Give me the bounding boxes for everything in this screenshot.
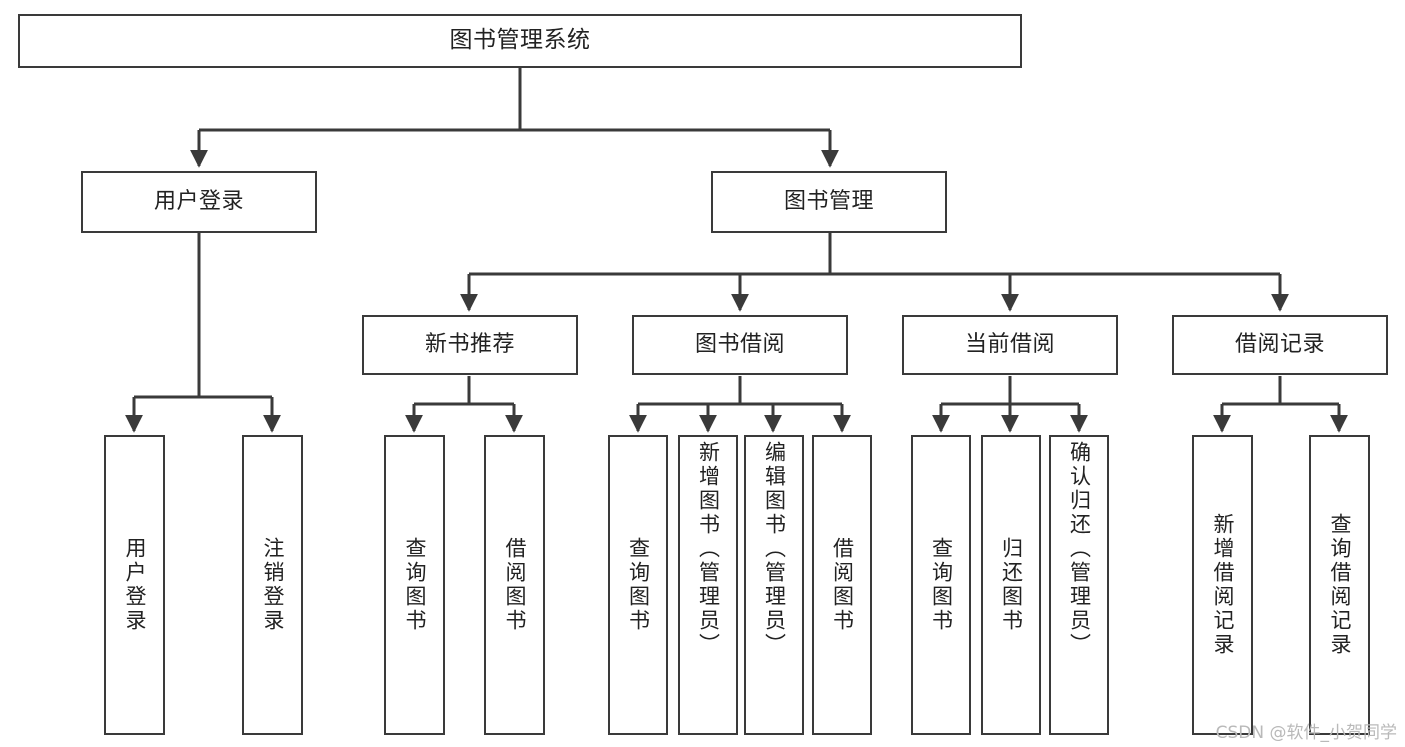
leaf-new-book-query-book[interactable]: 查询图书 xyxy=(384,435,445,735)
leaf-new-book-borrow-book[interactable]: 借阅图书 xyxy=(484,435,545,735)
node-borrowing-record[interactable]: 借阅记录 xyxy=(1172,315,1388,375)
leaf-borrow-borrow-book[interactable]: 借阅图书 xyxy=(812,435,872,735)
leaf-borrow-edit-book-admin[interactable]: 编辑图书（管理员） xyxy=(744,435,804,735)
leaf-borrow-borrow-book-label: 借阅图书 xyxy=(830,537,855,633)
node-new-book-recommendation[interactable]: 新书推荐 xyxy=(362,315,578,375)
node-root-book-management-system[interactable]: 图书管理系统 xyxy=(18,14,1022,68)
leaf-new-book-borrow-book-label: 借阅图书 xyxy=(503,537,527,633)
leaf-current-confirm-return-admin-label: 确认归还（管理员） xyxy=(1067,441,1092,657)
node-current-borrowing[interactable]: 当前借阅 xyxy=(902,315,1118,375)
leaf-record-query-borrow-record-label: 查询借阅记录 xyxy=(1328,513,1352,657)
leaf-current-query-book-label: 查询图书 xyxy=(929,537,954,633)
node-user-login[interactable]: 用户登录 xyxy=(81,171,317,233)
leaf-user-login-logout[interactable]: 注销登录 xyxy=(242,435,303,735)
node-new-book-recommendation-label: 新书推荐 xyxy=(424,331,515,357)
node-user-login-label: 用户登录 xyxy=(153,188,244,214)
node-current-borrowing-label: 当前借阅 xyxy=(964,331,1055,357)
leaf-current-query-book[interactable]: 查询图书 xyxy=(911,435,971,735)
leaf-borrow-add-book-admin[interactable]: 新增图书（管理员） xyxy=(678,435,738,735)
node-book-management[interactable]: 图书管理 xyxy=(711,171,947,233)
leaf-user-login-login-label: 用户登录 xyxy=(123,537,147,633)
leaf-new-book-query-book-label: 查询图书 xyxy=(403,537,427,633)
leaf-borrow-add-book-admin-label: 新增图书（管理员） xyxy=(696,441,721,657)
node-root-label: 图书管理系统 xyxy=(449,27,591,54)
leaf-user-login-logout-label: 注销登录 xyxy=(261,537,285,633)
leaf-record-add-borrow-record[interactable]: 新增借阅记录 xyxy=(1192,435,1253,735)
leaf-current-return-book-label: 归还图书 xyxy=(999,537,1024,633)
leaf-record-add-borrow-record-label: 新增借阅记录 xyxy=(1211,513,1235,657)
node-borrowing-record-label: 借阅记录 xyxy=(1234,331,1325,357)
node-book-borrowing[interactable]: 图书借阅 xyxy=(632,315,848,375)
node-book-borrowing-label: 图书借阅 xyxy=(694,331,785,357)
leaf-borrow-query-book-label: 查询图书 xyxy=(626,537,651,633)
leaf-current-confirm-return-admin[interactable]: 确认归还（管理员） xyxy=(1049,435,1109,735)
leaf-borrow-query-book[interactable]: 查询图书 xyxy=(608,435,668,735)
leaf-record-query-borrow-record[interactable]: 查询借阅记录 xyxy=(1309,435,1370,735)
leaf-borrow-edit-book-admin-label: 编辑图书（管理员） xyxy=(762,441,787,657)
node-book-management-label: 图书管理 xyxy=(783,188,874,214)
leaf-user-login-login[interactable]: 用户登录 xyxy=(104,435,165,735)
csdn-watermark: CSDN @软件_小贺同学 xyxy=(1215,723,1397,743)
leaf-current-return-book[interactable]: 归还图书 xyxy=(981,435,1041,735)
